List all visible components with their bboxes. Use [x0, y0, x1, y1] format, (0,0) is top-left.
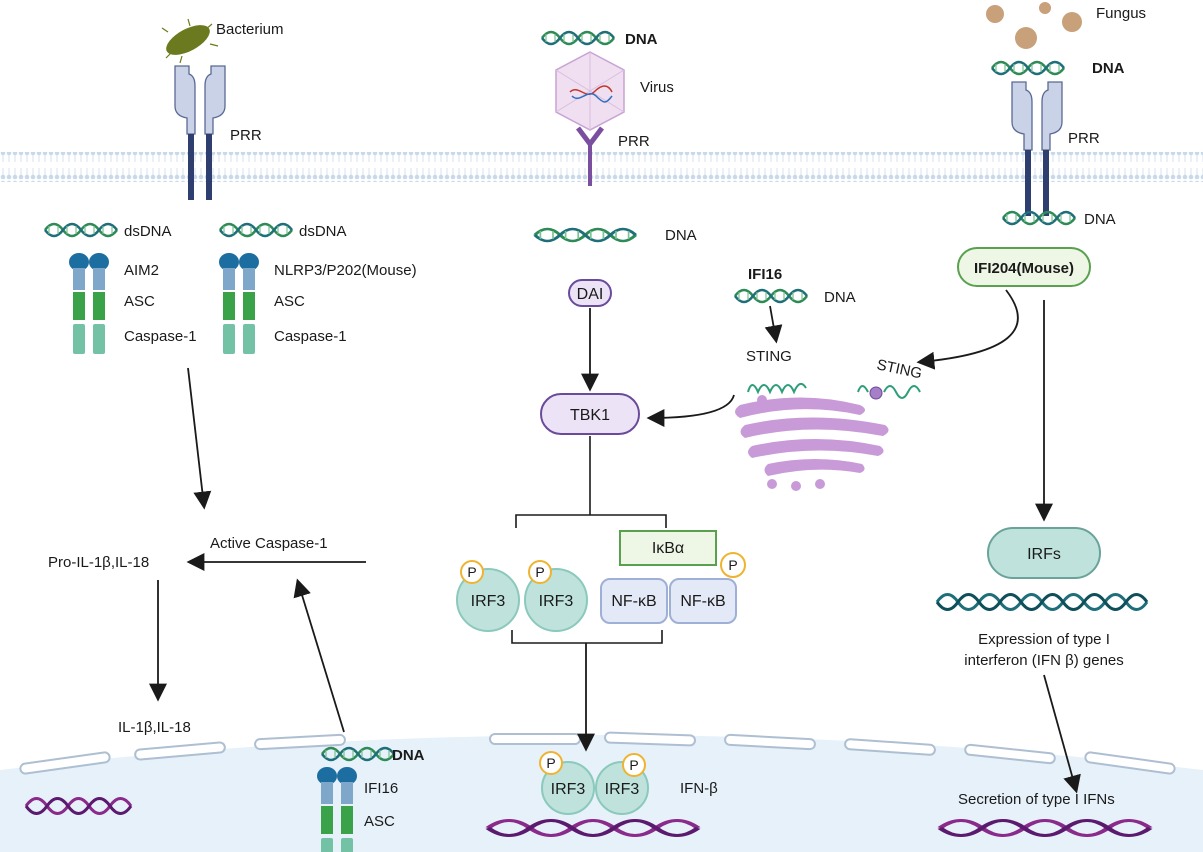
tbk1-bracket: [515, 514, 667, 528]
irf3-nuc-b-label: IRF3: [605, 781, 640, 798]
nfkb-b-label: NF-κB: [680, 593, 725, 610]
phospho-irf3-a-icon: [460, 560, 484, 584]
prr-mid-label: PRR: [618, 133, 650, 150]
phospho-ikba-icon: [720, 552, 746, 578]
phospho-nuc-a-icon: [539, 751, 563, 775]
asc-right-label: ASC: [274, 293, 305, 310]
irf3-nuc-a-label: IRF3: [551, 781, 586, 798]
phospho-nuc-b-label: P: [629, 757, 638, 773]
fungus-dna-label: DNA: [1092, 60, 1125, 77]
phospho-nuc-a-label: P: [546, 755, 555, 771]
sting-right-label: STING: [875, 356, 923, 382]
phospho-ikba-label: P: [728, 557, 737, 573]
bacterium-label: Bacterium: [216, 21, 284, 38]
ifi16-dna-label: DNA: [392, 747, 425, 764]
nfkb-a-label: NF-κB: [611, 593, 656, 610]
nlrp3-inflammasome-icon: [219, 253, 259, 354]
asc-left-label: ASC: [124, 293, 155, 310]
nuclear-envelope: [19, 731, 1176, 775]
aim2-label: AIM2: [124, 262, 159, 279]
dsdna-2-label: dsDNA: [299, 223, 347, 240]
arrow-nuclear-to-caspase: [293, 578, 345, 733]
virus-label: Virus: [640, 79, 674, 96]
irf3-b-node: [524, 568, 588, 632]
caspase-left-label: Caspase-1: [124, 328, 197, 345]
virus-icon: [555, 51, 625, 131]
prr-right-label: PRR: [1068, 130, 1100, 147]
virus-dna-label: DNA: [625, 31, 658, 48]
dai-node: [568, 279, 612, 307]
secretion-label: Secretion of type I IFNs: [958, 791, 1115, 808]
irf3-nuc-a-node: [541, 761, 595, 815]
irf-target-dna-icon: [935, 593, 1149, 611]
il-label: IL-1β,IL-18: [118, 719, 191, 736]
ifi204-node: [957, 247, 1091, 287]
lower-bracket: [511, 630, 663, 644]
arrow-to-secretion: [1043, 674, 1081, 794]
irfs-label: IRFs: [1027, 546, 1061, 563]
fungus-icon: [986, 2, 1082, 49]
ifn-beta-label: IFN-β: [680, 780, 718, 797]
sting-left-label: STING: [746, 348, 792, 365]
cyto-dna-mid-icon: [532, 227, 638, 243]
aim2-inflammasome-icon: [69, 253, 109, 354]
cyto-dna-right-label: DNA: [1084, 211, 1116, 228]
nlrp3-label: NLRP3/P202(Mouse): [274, 262, 417, 279]
arrow-ifi204-sting: [916, 289, 1019, 370]
arrow-sting-tbk1: [646, 394, 735, 427]
tbk1-label: TBK1: [570, 407, 610, 424]
cyto-dna-mid-label: DNA: [665, 227, 697, 244]
ifi16-nuclear-label: IFI16: [364, 780, 398, 797]
cyto-dna-right-icon: [1001, 210, 1077, 226]
dsdna-1-icon: [43, 222, 119, 238]
ifi204-label: IFI204(Mouse): [974, 260, 1074, 277]
expression-line-1: Expression of type I: [978, 631, 1110, 648]
ifi16-top-dna-label: DNA: [824, 289, 856, 306]
phospho-irf3-b-icon: [528, 560, 552, 584]
virus-dna-icon: [540, 30, 616, 46]
prr-right-icon: [1011, 81, 1063, 217]
bacterium-icon: [161, 18, 219, 64]
arrow-to-caspase: [187, 367, 212, 510]
fungus-label: Fungus: [1096, 5, 1146, 22]
tbk1-node: [540, 393, 640, 435]
phospho-nuc-b-icon: [622, 753, 646, 777]
phospho-irf3-b-label: P: [535, 564, 544, 580]
nfkb-a-node: [600, 578, 668, 624]
fungus-dna-icon: [990, 60, 1066, 76]
dai-label: DAI: [577, 286, 604, 303]
ikba-node: [619, 530, 717, 566]
caspase-right-label: Caspase-1: [274, 328, 347, 345]
irf3-a-node: [456, 568, 520, 632]
prr-mid-stem: [588, 144, 592, 186]
asc-nuclear-label: ASC: [364, 813, 395, 830]
ifi16-dna-top-icon: [733, 288, 809, 304]
irf3-a-label: IRF3: [471, 593, 506, 610]
expression-line-2: interferon (IFN β) genes: [964, 652, 1124, 669]
active-caspase-label: Active Caspase-1: [210, 535, 328, 552]
irf3-b-label: IRF3: [539, 593, 574, 610]
sting-er-icon: [735, 382, 921, 491]
dsdna-2-icon: [218, 222, 294, 238]
pro-il-label: Pro-IL-1β,IL-18: [48, 554, 149, 571]
ifi16-top-label: IFI16: [748, 266, 782, 283]
ikba-label: IκBα: [652, 540, 684, 557]
arrow-ifi16-sting: [764, 305, 783, 344]
irfs-node: [987, 527, 1101, 579]
prr-left-label: PRR: [230, 127, 262, 144]
membrane-lipids: [0, 152, 1203, 182]
nfkb-b-node: [669, 578, 737, 624]
dsdna-1-label: dsDNA: [124, 223, 172, 240]
phospho-irf3-a-label: P: [467, 564, 476, 580]
